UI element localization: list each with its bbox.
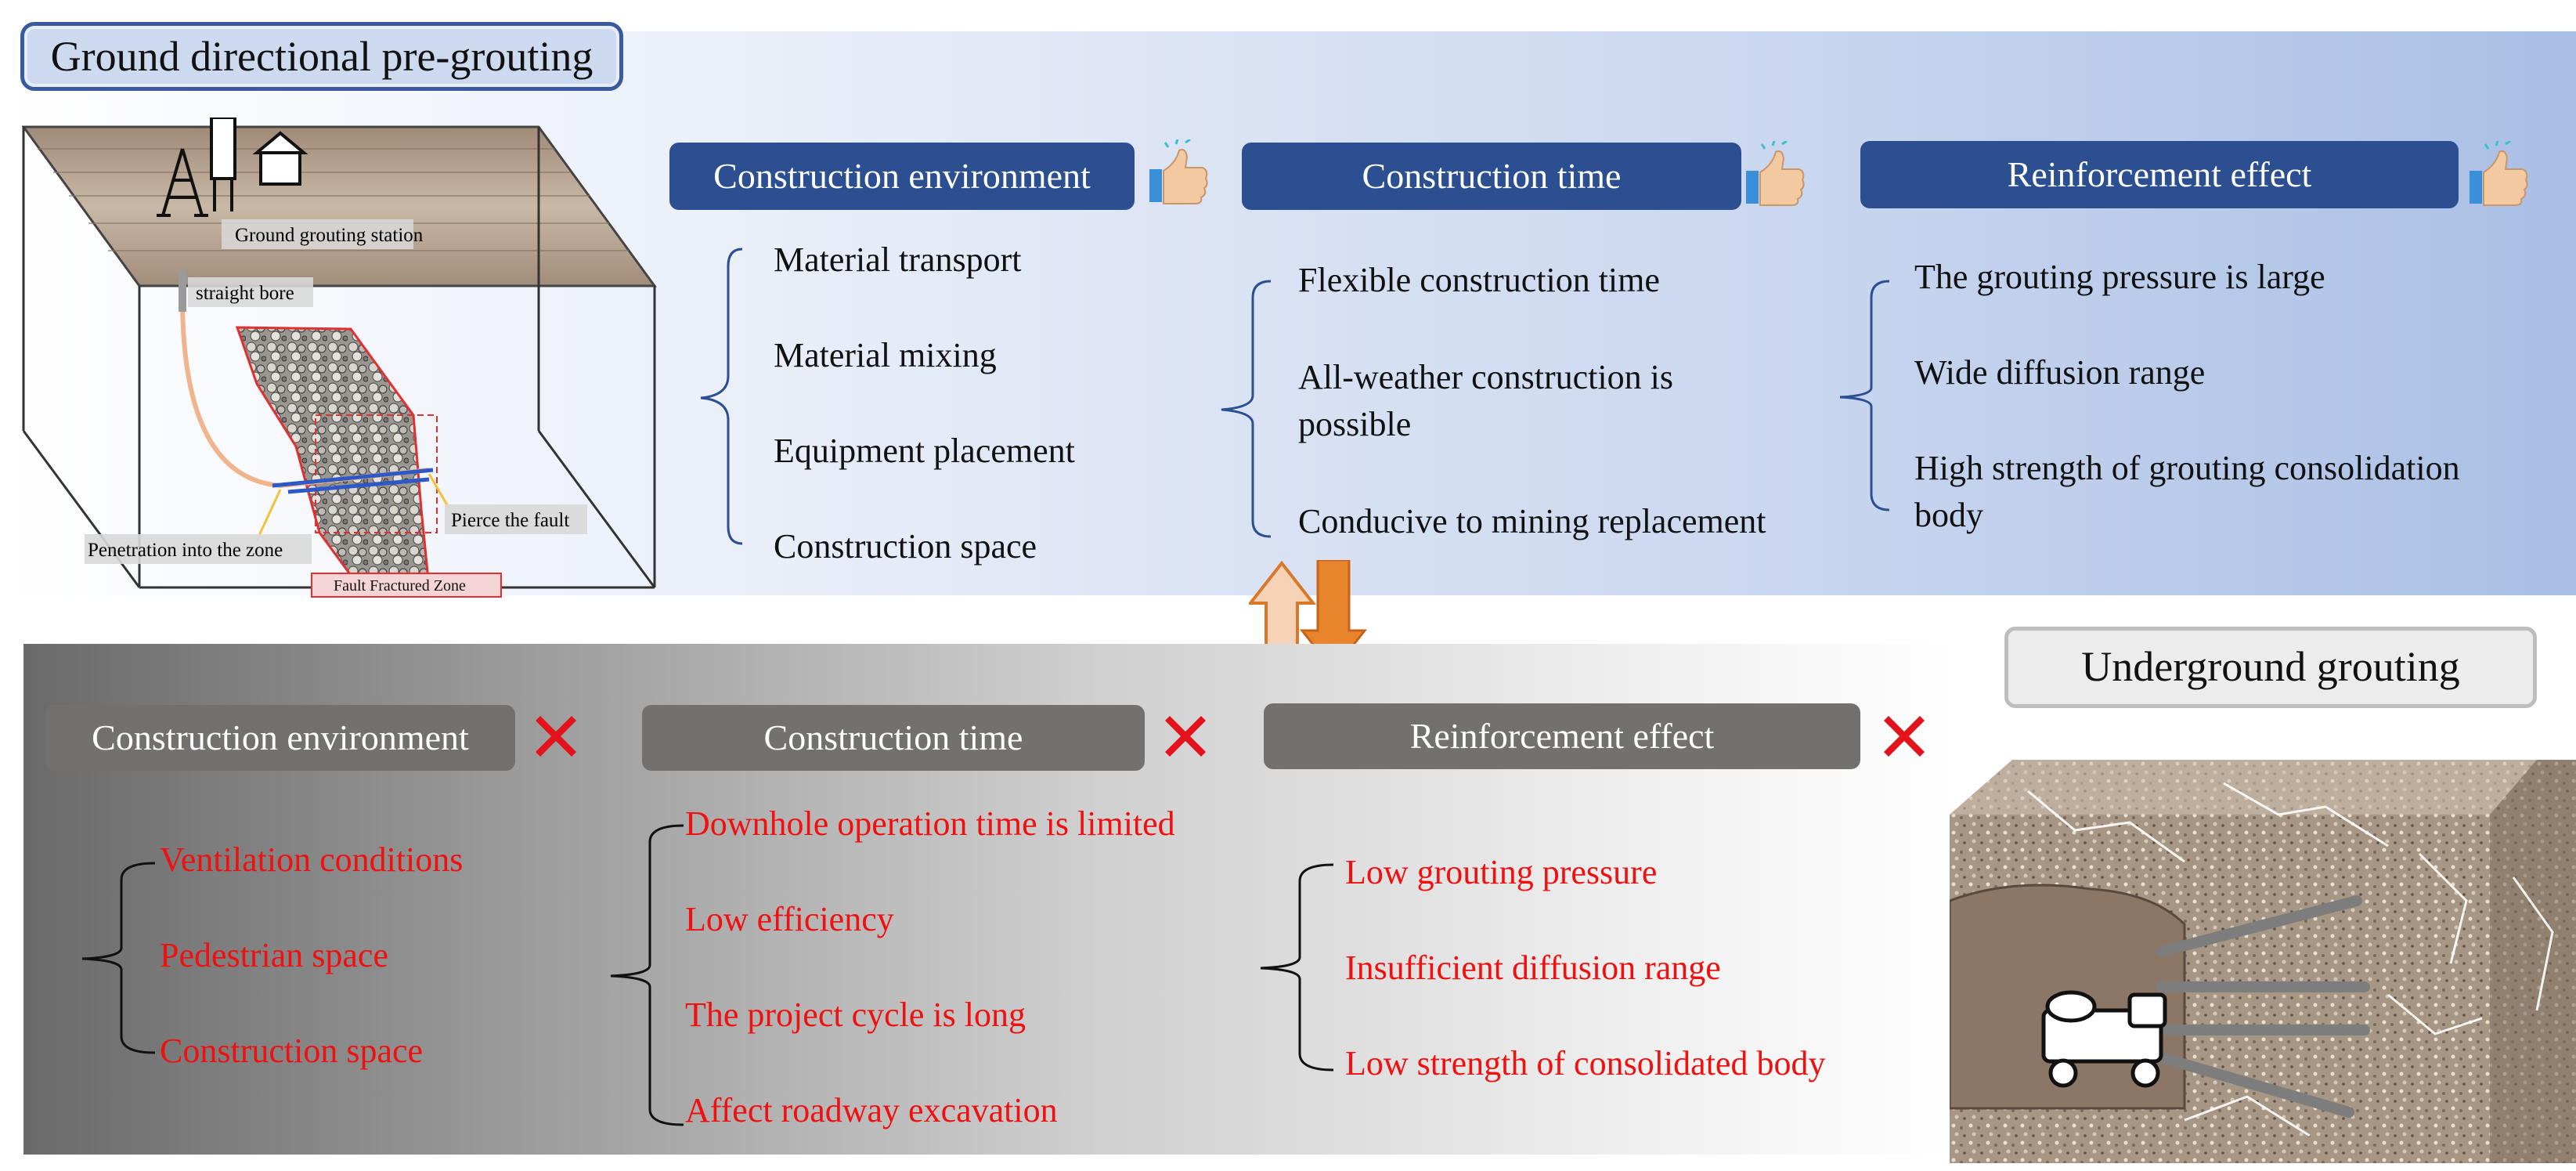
top-env-item-2: Material mixing	[774, 336, 997, 374]
drilling-rig-icon	[2041, 990, 2167, 1088]
bottom-time-item-4: Affect roadway excavation	[685, 1091, 1058, 1129]
bottom-header-construction-time: Construction time	[642, 705, 1145, 771]
brace-bottom-time	[610, 824, 684, 1126]
brace-top-reinforcement	[1839, 280, 1890, 511]
brace-top-time	[1221, 280, 1272, 538]
bottom-time-item-3: The project cycle is long	[685, 996, 1026, 1034]
top-time-item-2: All-weather construction is	[1298, 358, 1673, 396]
brace-bottom-environment	[81, 862, 156, 1054]
brace-bottom-reinforcement	[1260, 863, 1334, 1072]
bottom-reinf-item-3: Low strength of consolidated body	[1345, 1044, 1826, 1082]
ground-surface	[22, 125, 657, 287]
bottom-title-box: Underground grouting	[2004, 627, 2537, 708]
underground-grouting-illustration	[1950, 760, 2576, 1163]
bore-path	[180, 278, 430, 489]
top-header-construction-time: Construction time	[1242, 143, 1741, 210]
cross-mark-icon	[536, 716, 576, 757]
bottom-time-item-1: Downhole operation time is limited	[685, 804, 1175, 843]
top-panel	[0, 31, 2576, 595]
label-ground-grouting-station: Ground grouting station	[235, 225, 424, 246]
top-env-item-4: Construction space	[774, 527, 1037, 566]
bottom-header-construction-environment: Construction environment	[45, 705, 515, 771]
top-time-item-1: Flexible construction time	[1298, 261, 1660, 299]
top-env-item-1: Material transport	[774, 240, 1022, 279]
top-title: Ground directional pre-grouting	[50, 33, 593, 80]
cross-mark-icon	[1884, 716, 1925, 757]
pierce-lines	[255, 473, 450, 541]
rock-block-side	[2490, 760, 2576, 1163]
label-fault-fractured-zone: Fault Fractured Zone	[334, 577, 466, 595]
horizontal-bores	[272, 468, 434, 494]
label-straight-bore: straight bore	[196, 283, 294, 304]
bottom-reinf-item-1: Low grouting pressure	[1345, 853, 1658, 891]
brace-top-environment	[700, 248, 743, 545]
top-header-reinforcement-effect: Reinforcement effect	[1860, 141, 2459, 208]
top-title-box: Ground directional pre-grouting	[20, 22, 623, 91]
rock-block-top	[1950, 760, 2537, 815]
bottom-env-item-2: Pedestrian space	[160, 936, 388, 974]
top-header-construction-environment: Construction environment	[669, 143, 1135, 210]
house-icon	[252, 131, 308, 186]
top-reinf-item-2: Wide diffusion range	[1914, 353, 2206, 392]
silo-icon	[210, 117, 236, 211]
bottom-reinf-item-2: Insufficient diffusion range	[1345, 949, 1721, 987]
bottom-env-item-1: Ventilation conditions	[160, 840, 464, 879]
label-pierce-the-fault: Pierce the fault	[451, 510, 569, 531]
bottom-env-item-3: Construction space	[160, 1032, 424, 1070]
top-time-item-3: Conducive to mining replacement	[1298, 502, 1766, 540]
top-time-item-2-cont: possible	[1298, 405, 1412, 443]
bottom-time-item-2: Low efficiency	[685, 900, 894, 938]
grouting-pipes	[2156, 895, 2370, 1118]
top-env-item-3: Equipment placement	[774, 432, 1075, 470]
fault-inner-outline	[315, 414, 438, 533]
thumbs-up-icon	[1149, 139, 1208, 204]
cross-mark-icon	[1165, 716, 1206, 757]
thumbs-up-icon	[1746, 141, 1805, 206]
thumbs-up-icon	[2470, 141, 2528, 206]
top-reinf-item-3: High strength of grouting consolidation	[1914, 449, 2460, 487]
bottom-title: Underground grouting	[2081, 643, 2460, 690]
label-penetration: Penetration into the zone	[88, 540, 283, 561]
bottom-header-reinforcement-effect: Reinforcement effect	[1264, 703, 1860, 769]
top-reinf-item-1: The grouting pressure is large	[1914, 258, 2325, 296]
top-reinf-item-3-cont: body	[1914, 496, 1983, 534]
drill-derrick-icon	[157, 148, 208, 217]
ground-grouting-illustration: Ground grouting station straight bore Pi…	[22, 117, 657, 598]
